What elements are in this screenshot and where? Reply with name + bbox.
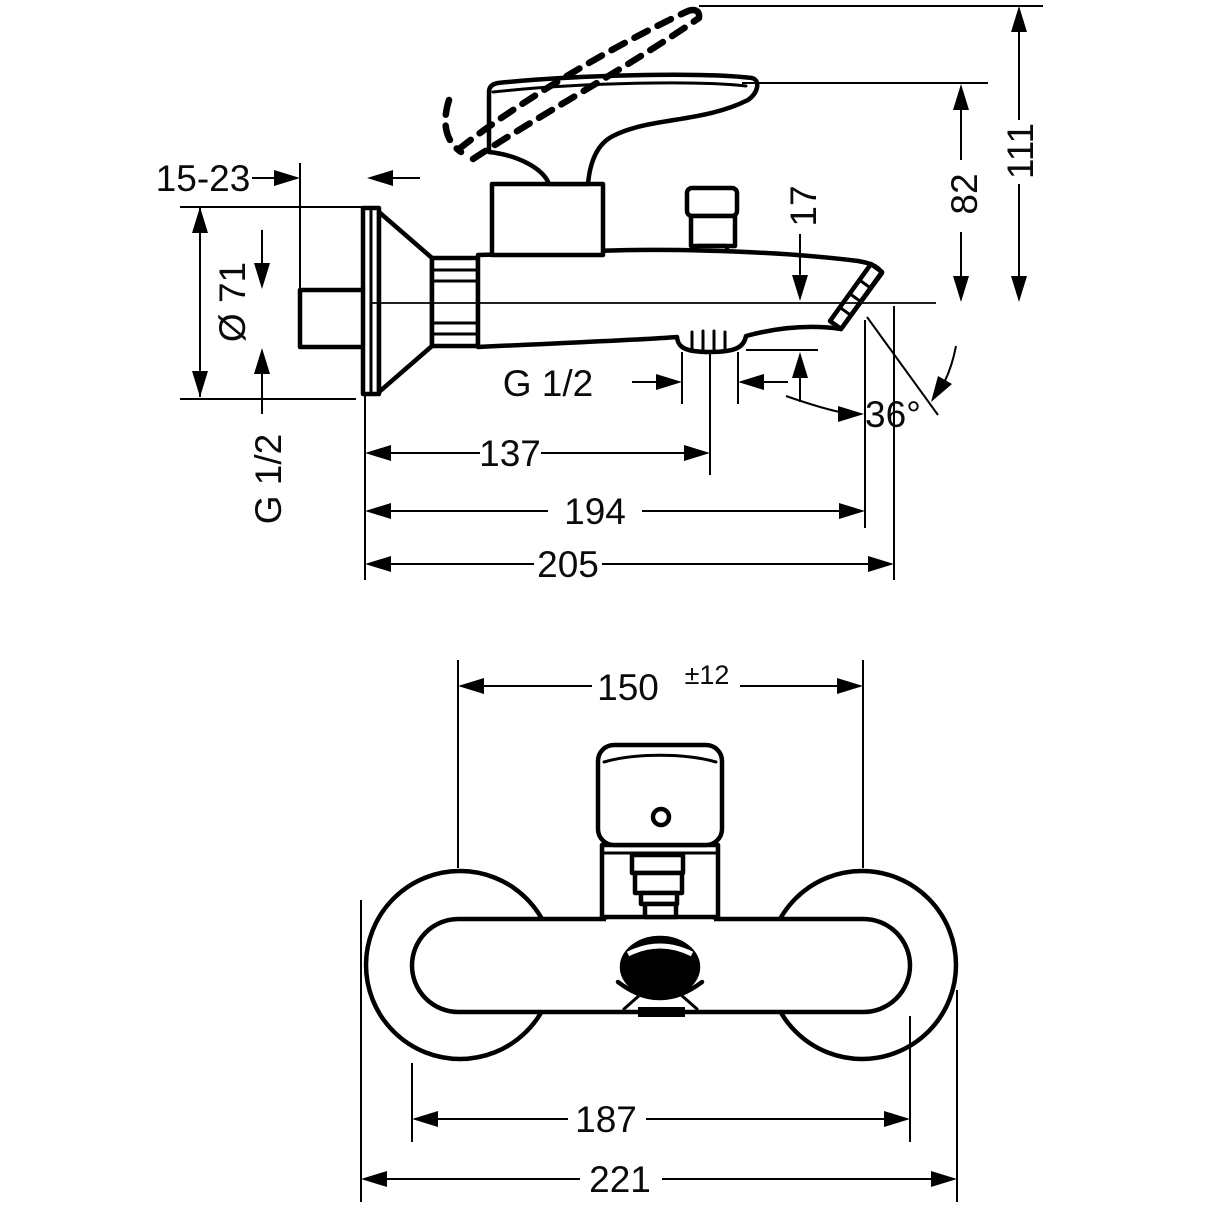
arrowhead xyxy=(839,503,865,519)
cartridge-step xyxy=(642,901,679,920)
dimension-handle-height: 82 xyxy=(944,84,985,302)
dim-label-221: 221 xyxy=(589,1159,651,1200)
bottom-faucet-outline xyxy=(363,742,959,1062)
arrowhead xyxy=(656,374,682,390)
thread-label-outlet: G 1/2 xyxy=(503,363,594,404)
dim-label-187: 187 xyxy=(575,1099,637,1140)
handle-top-face-edge xyxy=(602,753,718,764)
dim-label-137: 137 xyxy=(479,433,541,474)
arrowhead xyxy=(361,1171,387,1187)
raised-handle-dashed xyxy=(455,7,692,153)
raised-handle-dashed xyxy=(469,14,703,163)
side-view: 15-23 Ø 71 G 1/2 137 xyxy=(156,5,1043,585)
arrowhead xyxy=(868,556,894,572)
dimension-wall-thread: G 1/2 xyxy=(248,230,289,524)
arrowhead xyxy=(254,263,270,289)
arrowhead xyxy=(837,678,863,694)
outlet-tick xyxy=(622,992,643,1011)
arrowhead xyxy=(931,1171,957,1187)
dim-label-205: 205 xyxy=(537,544,599,585)
handle-indicator-dot xyxy=(650,806,672,828)
arrowhead xyxy=(458,678,484,694)
diverter-knob-top xyxy=(684,185,740,219)
dim-label-tolerance: ±12 xyxy=(685,660,730,690)
arrowhead xyxy=(412,1111,438,1127)
handle-lever-top-edge xyxy=(491,81,748,94)
raised-handle-dashed-tip xyxy=(684,6,703,22)
arrowhead xyxy=(684,445,710,461)
arrowhead xyxy=(884,1111,910,1127)
spout-body-outline xyxy=(475,247,885,355)
dimension-spout-angle: 36° xyxy=(785,316,957,435)
bottom-view: 150 ±12 xyxy=(360,660,959,1202)
union-nut xyxy=(429,255,481,349)
escutcheon-cone xyxy=(376,209,435,395)
arrowhead xyxy=(192,207,208,233)
dimension-total-height: 111 xyxy=(1000,6,1041,302)
dim-label-wall-distance: 15-23 xyxy=(156,158,251,199)
arrowhead xyxy=(192,371,208,397)
aerator-band-rib xyxy=(858,278,872,290)
dim-label-111: 111 xyxy=(1000,123,1041,179)
wall-connector xyxy=(297,287,367,350)
arrowhead xyxy=(274,170,300,186)
arrowhead xyxy=(738,374,764,390)
arrowhead xyxy=(953,84,969,110)
spout-underside-arc xyxy=(615,979,705,1001)
cartridge-step xyxy=(629,852,686,876)
diverter-knob-mid xyxy=(688,213,738,249)
handle-top-view xyxy=(595,742,725,848)
dimension-escutcheon-diameter: Ø 71 xyxy=(180,206,362,400)
aerator-band-rib xyxy=(838,305,853,317)
arrowhead xyxy=(365,503,391,519)
arrowhead xyxy=(367,170,393,186)
dim-label-escutcheon-diameter: Ø 71 xyxy=(212,262,253,342)
aerator-highlight xyxy=(626,943,694,957)
dimension-reach: 194 xyxy=(365,320,866,532)
arrowhead xyxy=(792,352,808,378)
dimension-depth: 205 xyxy=(365,306,895,585)
dimension-body-length: 187 xyxy=(411,1016,911,1142)
arrowhead xyxy=(365,445,391,461)
outlet-tick xyxy=(678,992,699,1011)
aerator-band-rib xyxy=(848,292,863,304)
dimension-connection-spacing: 150 ±12 xyxy=(457,660,864,868)
dim-label-82: 82 xyxy=(944,173,985,214)
dimension-wall-distance: 15-23 xyxy=(156,158,420,288)
dimension-outlet-thread: G 1/2 xyxy=(503,352,788,404)
valve-housing xyxy=(489,181,606,258)
thread-label-wall: G 1/2 xyxy=(248,434,289,525)
dim-label-17: 17 xyxy=(783,185,824,226)
cartridge-step xyxy=(632,870,685,896)
dim-label-194: 194 xyxy=(564,491,626,532)
side-faucet-outline xyxy=(297,5,1043,397)
dimension-outlet-drop: 17 xyxy=(783,185,824,402)
arrowhead xyxy=(254,348,270,374)
arrowhead xyxy=(838,406,864,422)
dim-label-150: 150 xyxy=(597,667,659,708)
arrowhead xyxy=(365,556,391,572)
arrowhead xyxy=(1011,276,1027,302)
outlet-slot xyxy=(638,1007,685,1017)
raised-handle-dashed-heel xyxy=(442,96,465,156)
dimension-overall-width: 221 xyxy=(360,900,958,1202)
angle-reference-line xyxy=(866,316,939,416)
arrowhead xyxy=(1011,6,1027,32)
handle-lever xyxy=(486,72,760,187)
dimension-outlet-offset: 137 xyxy=(364,352,711,580)
arrowhead xyxy=(931,376,952,402)
arrowhead xyxy=(953,276,969,302)
dim-label-36deg: 36° xyxy=(865,394,921,435)
arrowhead xyxy=(792,275,808,301)
